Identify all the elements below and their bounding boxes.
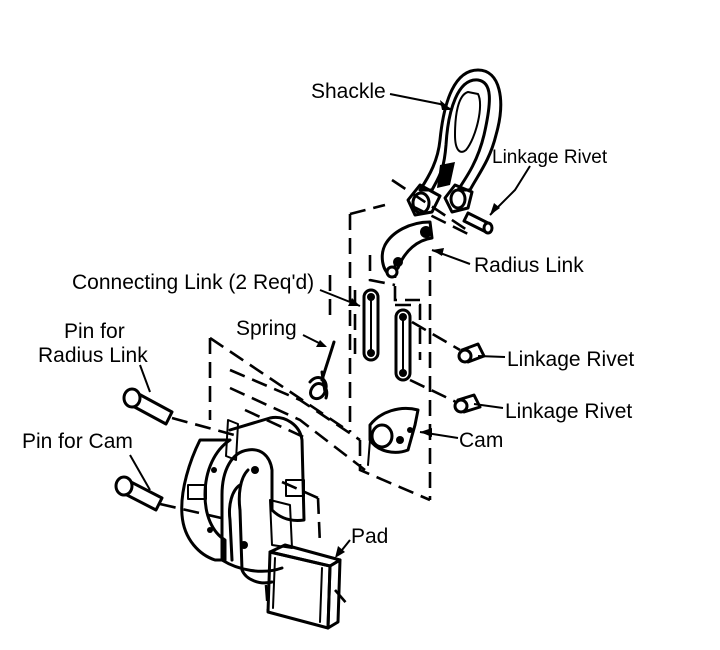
linkage-rivet-mid-part — [457, 342, 486, 364]
radius-link-part — [380, 220, 434, 279]
cam-part — [367, 406, 420, 466]
label-pin-radius-link-line2: Radius Link — [38, 344, 148, 367]
leader-lines — [129, 93, 531, 558]
label-radius-link: Radius Link — [474, 254, 584, 277]
label-pin-radius-link-line1: Pin for — [64, 320, 125, 343]
pad-part — [264, 543, 349, 630]
label-pad: Pad — [351, 525, 388, 548]
connecting-link-left — [362, 288, 380, 362]
label-shackle: Shackle — [311, 80, 386, 103]
clamp-body-part — [180, 415, 322, 585]
connecting-link-right — [394, 308, 412, 382]
label-pin-for-cam: Pin for Cam — [22, 430, 133, 453]
pin-for-cam-part — [114, 475, 231, 522]
label-connecting-link: Connecting Link (2 Req'd) — [72, 271, 314, 294]
linkage-rivet-low-part — [453, 393, 482, 414]
label-spring: Spring — [236, 317, 297, 340]
pin-radius-link-part — [122, 387, 239, 438]
label-linkage-rivet-top: Linkage Rivet — [492, 147, 608, 168]
spring-part — [308, 340, 336, 401]
shackle-part — [406, 68, 503, 217]
label-linkage-rivet-mid: Linkage Rivet — [507, 348, 634, 371]
label-cam: Cam — [459, 429, 503, 452]
label-linkage-rivet-low: Linkage Rivet — [505, 400, 632, 423]
linkage-rivet-top-part — [462, 211, 494, 235]
